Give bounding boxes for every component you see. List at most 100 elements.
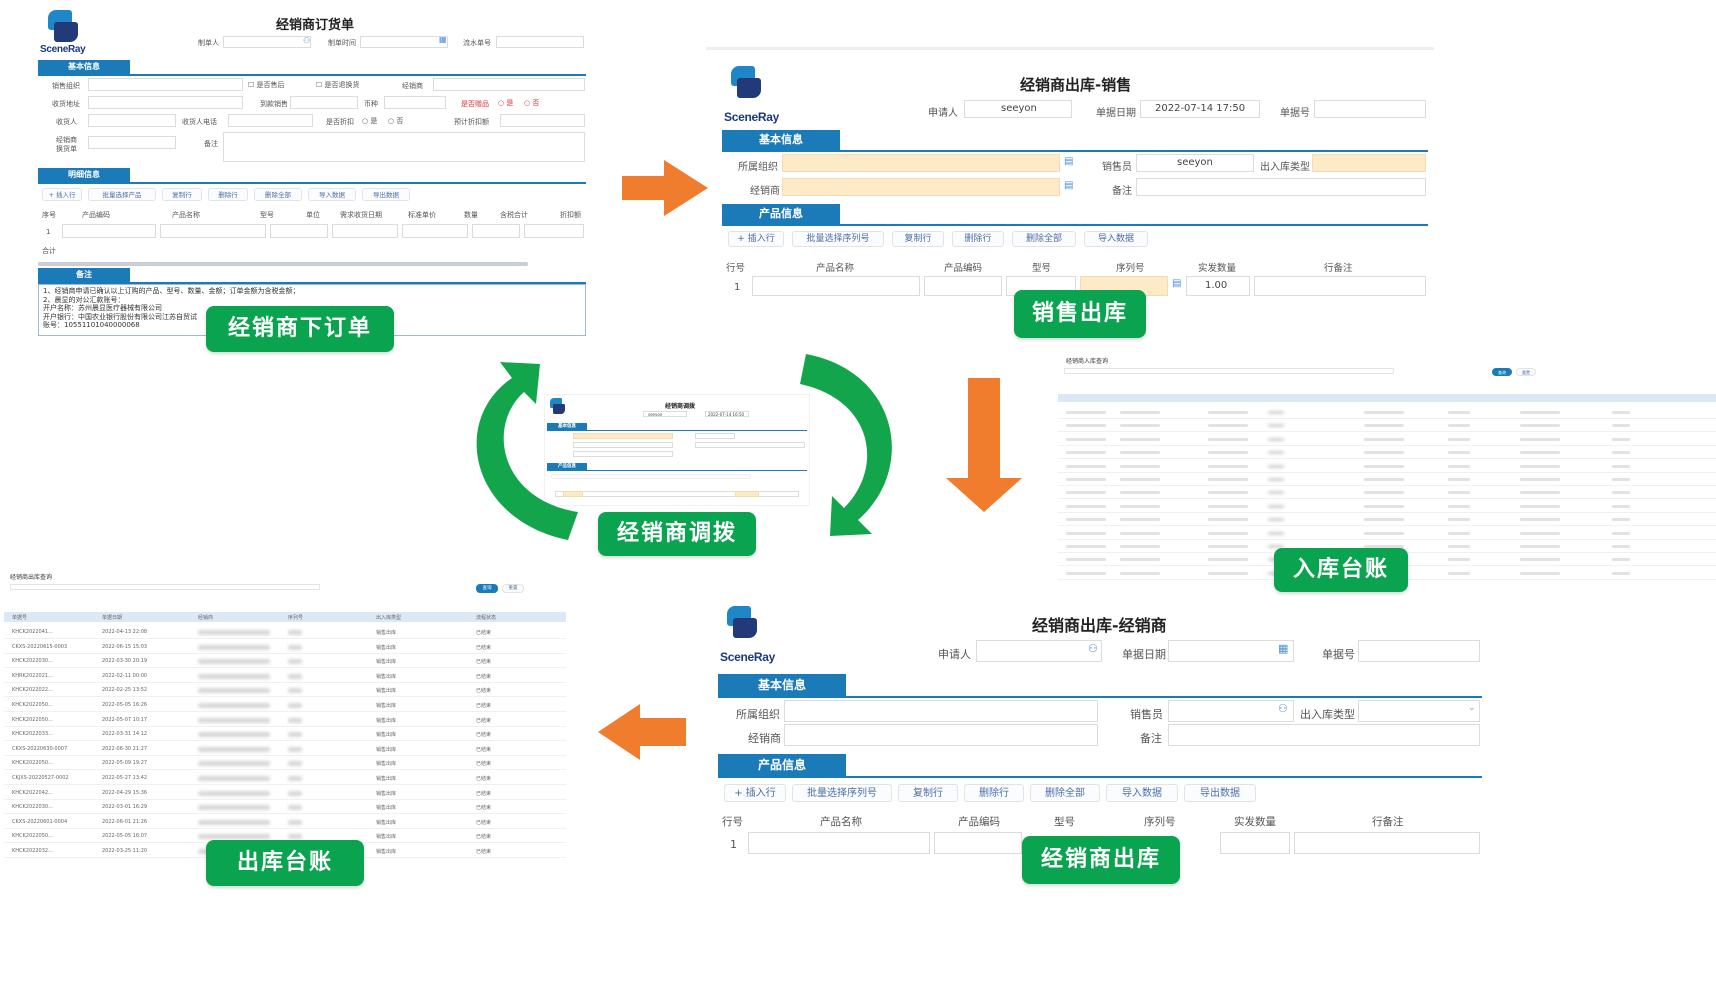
dealer-field[interactable] [433, 78, 585, 91]
delete-row-button[interactable]: 删除行 [208, 188, 248, 201]
import-button[interactable]: 导入数据 [308, 188, 356, 201]
insert-row-button[interactable]: + 插入行 [724, 784, 786, 802]
doc-no-field[interactable] [1358, 640, 1480, 662]
placeholder-cell [1448, 478, 1470, 481]
row-qty-cell[interactable] [1220, 832, 1290, 854]
create-time-field[interactable] [360, 36, 448, 48]
redacted-cell [288, 703, 302, 708]
remark-field[interactable] [223, 132, 585, 162]
ledger-cell: 销售出库 [376, 732, 397, 739]
doc-date-field[interactable] [1168, 640, 1294, 662]
batch-select-button[interactable]: 批量选择产品 [88, 188, 156, 201]
export-button[interactable]: 导出数据 [362, 188, 410, 201]
batch-serial-button[interactable]: 批量选择序列号 [792, 784, 892, 802]
applicant-field[interactable]: seeyon [964, 100, 1072, 118]
row-number: 1 [46, 228, 51, 236]
row-code-cell[interactable] [924, 276, 1002, 296]
discount-yes-radio[interactable]: ○ 是 [362, 117, 378, 125]
ledger-cell: KHCK2022042... [12, 789, 53, 796]
delete-all-button[interactable]: 删除全部 [1030, 784, 1100, 802]
row-name-cell[interactable] [160, 224, 266, 238]
horizontal-scrollbar[interactable] [38, 262, 528, 266]
ledger-cell: CKJXS-20220527-0002 [12, 775, 69, 781]
org-field[interactable] [784, 700, 1098, 722]
doc-date-field[interactable]: 2022-07-14 17:50 [1140, 100, 1260, 118]
row-remark-cell[interactable] [1254, 276, 1426, 296]
doc-no-field[interactable] [1314, 100, 1426, 118]
import-button[interactable]: 导入数据 [1106, 784, 1178, 802]
io-type-label: 出入库类型 [1300, 708, 1355, 721]
applicant-field[interactable]: seeyon [643, 411, 687, 417]
export-button[interactable]: 导出数据 [1184, 784, 1256, 802]
org-field[interactable] [782, 154, 1060, 172]
delete-all-button[interactable]: 删除全部 [1012, 231, 1076, 247]
remark-field[interactable] [1136, 178, 1426, 196]
io-type-select[interactable] [1312, 154, 1426, 172]
ledger-cell: 销售出库 [376, 717, 397, 724]
dealer-field[interactable] [784, 724, 1098, 746]
row-qty-cell[interactable] [472, 224, 520, 238]
transfer-form-title: 经销商调拨 [665, 403, 696, 410]
ledger-cell: 2022-05-27 13:42 [102, 775, 148, 781]
copy-row-button[interactable]: 复制行 [898, 784, 958, 802]
gift-no-radio[interactable]: ○ 否 [524, 99, 540, 107]
reset-button[interactable]: 重置 [1516, 368, 1536, 376]
paid-sales-field[interactable] [290, 96, 358, 109]
ledger-cell: 2022-05-07 10:17 [102, 716, 148, 723]
row-model-cell[interactable] [270, 224, 328, 238]
io-type-select[interactable] [1358, 700, 1480, 722]
row-code-cell[interactable] [62, 224, 156, 238]
row-unit-cell[interactable] [332, 224, 398, 238]
delete-all-button[interactable]: 删除全部 [254, 188, 302, 201]
ledger-cell: 已结束 [476, 761, 492, 768]
sales-org-field[interactable] [88, 78, 243, 91]
row-name-cell[interactable] [752, 276, 920, 296]
expected-discount-field[interactable] [500, 114, 585, 127]
row-name-cell[interactable] [748, 832, 930, 854]
row-total-cell[interactable] [524, 224, 584, 238]
import-button[interactable]: 导入数据 [1084, 231, 1148, 247]
placeholder-cell [1066, 478, 1106, 481]
row-date-cell[interactable] [402, 224, 468, 238]
batch-serial-button[interactable]: 批量选择序列号 [792, 231, 884, 247]
copy-row-button[interactable]: 复制行 [892, 231, 944, 247]
creator-field[interactable] [223, 36, 311, 48]
address-field[interactable] [88, 96, 243, 109]
insert-row-button[interactable]: + 插入行 [728, 231, 784, 247]
query-button[interactable]: 查询 [1492, 368, 1512, 376]
placeholder-cell [1120, 424, 1160, 428]
row-code-cell[interactable] [934, 832, 1022, 854]
col-required-date: 需求收货日期 [340, 211, 382, 219]
doc-no-label: 单据号 [1322, 648, 1355, 661]
discount-no-radio[interactable]: ○ 否 [388, 117, 404, 125]
sales-field[interactable] [1168, 700, 1294, 722]
date-field[interactable]: 2022-07-14 16:50 [705, 411, 749, 417]
remark-field[interactable] [1168, 724, 1480, 746]
placeholder-cell [1612, 531, 1630, 535]
delete-row-button[interactable]: 删除行 [964, 784, 1024, 802]
after-sale-checkbox[interactable]: ☐ 是否售后 [248, 81, 285, 89]
ledger-cell: 2022-06-30 21:27 [102, 745, 148, 752]
placeholder-cell [1066, 558, 1106, 562]
applicant-field[interactable] [976, 640, 1102, 662]
row-remark-cell[interactable] [1294, 832, 1480, 854]
gift-yes-radio[interactable]: ○ 是 [498, 99, 514, 107]
serial-no-field[interactable] [496, 36, 584, 48]
exchange-field[interactable] [88, 136, 176, 149]
sales-field[interactable]: seeyon [1136, 154, 1254, 172]
reset-button[interactable]: 重置 [502, 584, 524, 593]
receiver-phone-field[interactable] [228, 114, 313, 127]
receiver-field[interactable] [88, 114, 176, 127]
col-model: 型号 [1032, 263, 1052, 274]
row-qty-cell[interactable]: 1.00 [1186, 276, 1250, 296]
query-button[interactable]: 查询 [476, 584, 498, 593]
return-checkbox[interactable]: ☐ 是否退换货 [316, 81, 360, 89]
dealer-field[interactable] [782, 178, 1060, 196]
delete-row-button[interactable]: 删除行 [952, 231, 1004, 247]
copy-row-button[interactable]: 复制行 [162, 188, 202, 201]
ledger-cell: 销售出库 [376, 834, 397, 841]
currency-select[interactable] [384, 96, 446, 109]
redacted-cell [288, 644, 302, 650]
ledger-cell: CKXS-20220615-0003 [12, 643, 68, 650]
insert-row-button[interactable]: + 插入行 [42, 188, 82, 201]
